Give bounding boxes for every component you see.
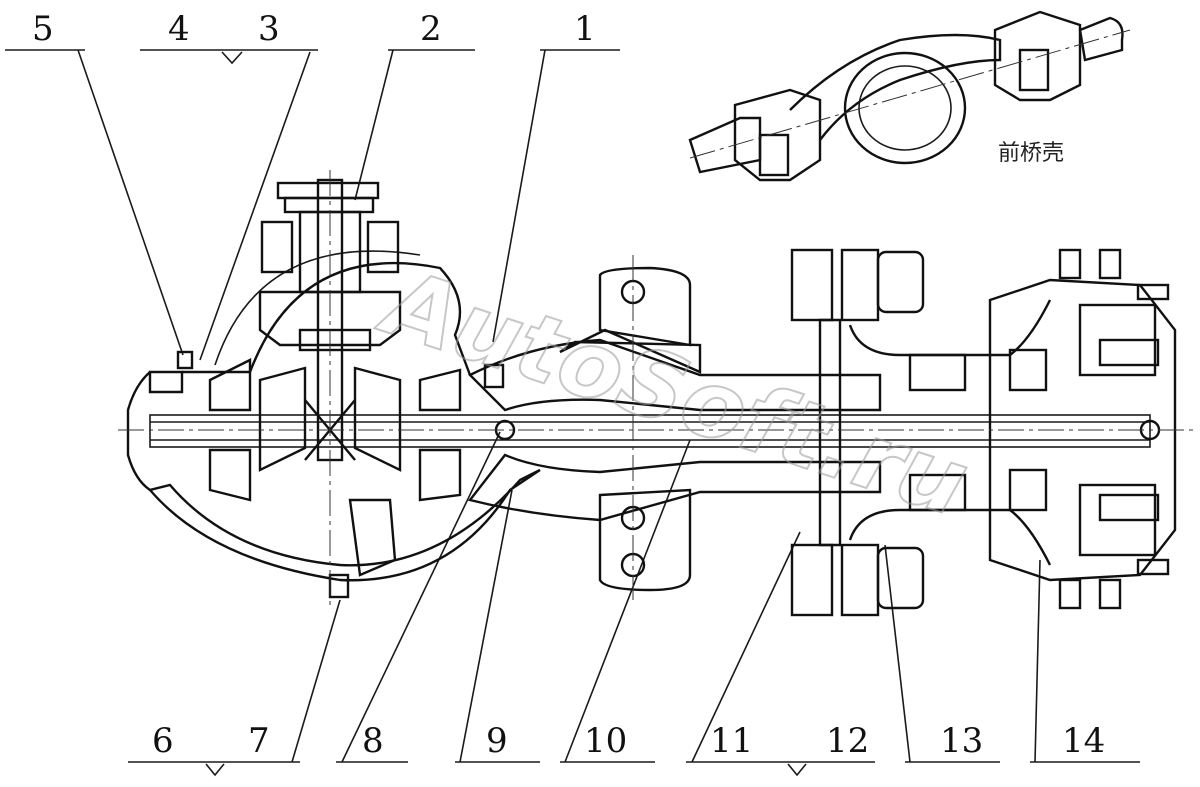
leader-lines (5, 49, 1140, 777)
top-labels: 5 4 3 2 1 (32, 9, 596, 49)
crown-gear (258, 290, 402, 347)
spring-seat-bottom (598, 488, 692, 592)
half-shaft (149, 414, 1151, 448)
label-10: 10 (584, 721, 627, 761)
brake-drum-bottom (790, 543, 834, 617)
housing-opening (843, 51, 967, 165)
label-1: 1 (574, 9, 596, 49)
label-3: 3 (258, 9, 280, 49)
side-gear-left (258, 366, 307, 472)
differential-housing (147, 468, 541, 582)
label-2: 2 (420, 9, 442, 49)
label-13: 13 (940, 721, 983, 761)
hub-flange (988, 278, 1177, 582)
front-axle-housing-inset: 前桥壳 (688, 10, 1131, 182)
differential-assembly (176, 178, 505, 599)
bottom-labels: 6 7 8 9 10 11 12 13 14 (152, 721, 1105, 761)
label-8: 8 (362, 721, 384, 761)
label-14: 14 (1062, 721, 1105, 761)
label-12: 12 (826, 721, 869, 761)
inset-caption: 前桥壳 (998, 141, 1064, 166)
drive-pinion-flange (283, 196, 375, 214)
side-gear-right (353, 366, 402, 472)
left-axle-tube (148, 370, 184, 394)
label-9: 9 (486, 721, 508, 761)
axle-beam (467, 338, 882, 412)
wheel-hub-assembly (790, 248, 1177, 617)
label-4: 4 (168, 9, 190, 49)
label-5: 5 (32, 9, 54, 49)
label-6: 6 (152, 721, 174, 761)
spring-seat-top (598, 266, 692, 347)
label-11: 11 (710, 721, 753, 761)
label-7: 7 (248, 721, 270, 761)
brake-drum-top (790, 248, 834, 322)
